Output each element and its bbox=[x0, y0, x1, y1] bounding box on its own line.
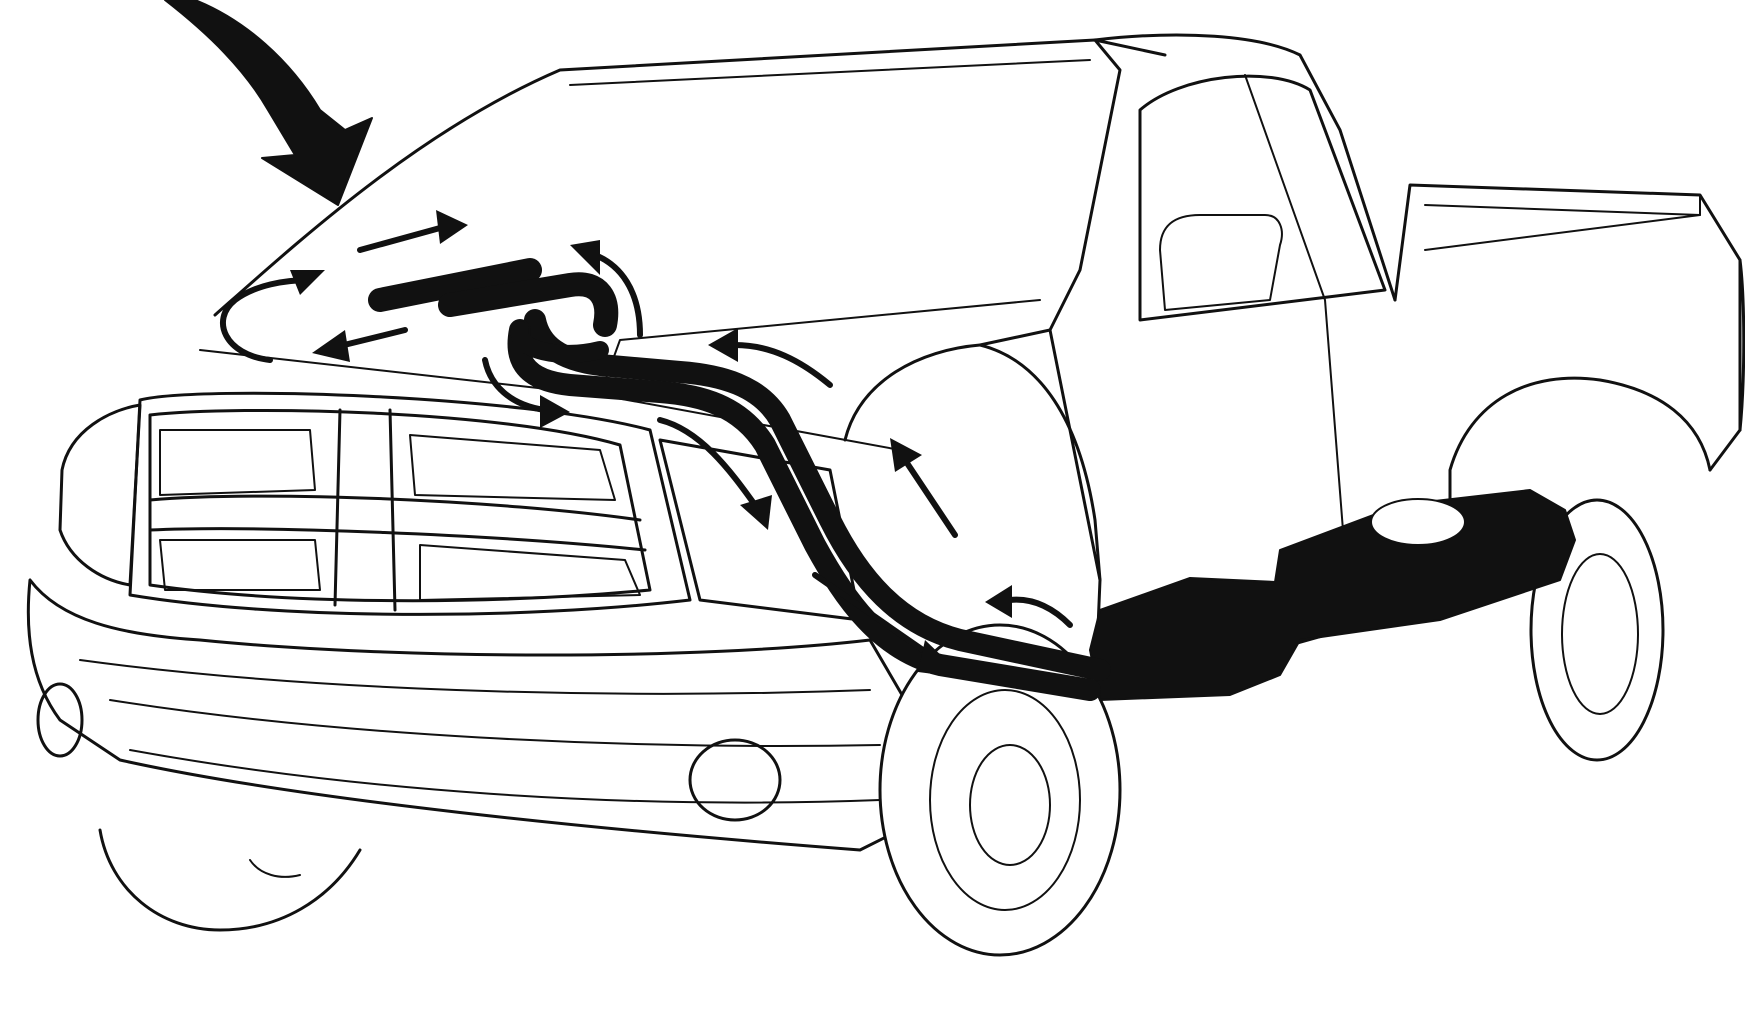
flow-arrow-loop bbox=[223, 270, 325, 360]
auxiliary-tank bbox=[1090, 490, 1575, 700]
flow-arrow-up-right bbox=[890, 438, 955, 535]
flow-arrow-top-right bbox=[360, 210, 468, 250]
tank-fill-cap bbox=[1371, 499, 1465, 545]
flow-arrow-left-lower bbox=[312, 330, 405, 362]
pointer-arrow bbox=[165, 0, 372, 205]
flow-arrows bbox=[223, 210, 1070, 678]
flow-arrow-into-tank bbox=[985, 585, 1070, 625]
